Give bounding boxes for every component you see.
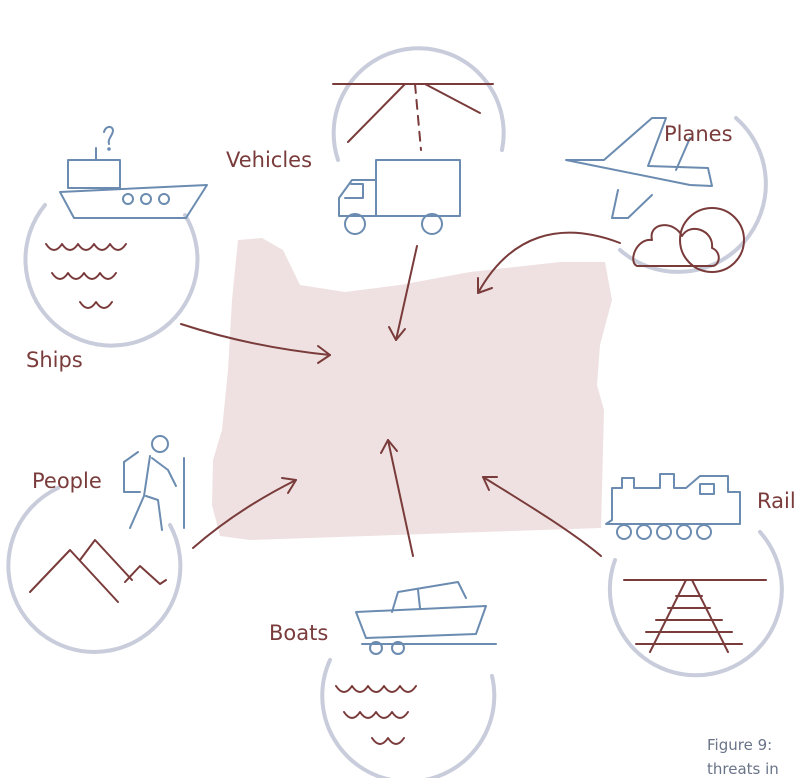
mountains-icon bbox=[29, 539, 167, 603]
arrow-planes bbox=[477, 231, 621, 294]
airplane-icon bbox=[565, 117, 713, 219]
arrow-boats bbox=[380, 439, 414, 557]
figure-caption-line2: threats in bbox=[707, 760, 779, 778]
arrow-people bbox=[192, 477, 297, 549]
hiker-icon bbox=[123, 435, 185, 531]
rail-node: Rail bbox=[605, 473, 796, 678]
people-label: People bbox=[32, 469, 102, 493]
waves-icon bbox=[45, 243, 127, 309]
ships-node: Ships bbox=[23, 126, 208, 372]
road-icon bbox=[332, 83, 494, 151]
ship-icon bbox=[59, 126, 208, 219]
vehicles-node: Vehicles bbox=[226, 46, 506, 235]
boats-label: Boats bbox=[269, 621, 328, 645]
figure-caption-line1: Figure 9: bbox=[707, 736, 772, 754]
waves-icon-boats bbox=[335, 685, 417, 745]
state-silhouette bbox=[212, 238, 612, 540]
ships-label: Ships bbox=[26, 348, 83, 372]
planes-node: Planes bbox=[565, 116, 768, 274]
boat-icon bbox=[355, 581, 497, 655]
people-ring bbox=[6, 486, 183, 654]
rail-label: Rail bbox=[757, 489, 796, 513]
railroad-track-icon bbox=[623, 579, 767, 653]
boats-ring bbox=[320, 658, 497, 778]
vehicles-label: Vehicles bbox=[226, 148, 312, 172]
arrow-ships bbox=[180, 323, 331, 364]
arrows bbox=[180, 231, 621, 557]
rail-ring bbox=[607, 530, 784, 678]
planes-label: Planes bbox=[664, 122, 733, 146]
boats-node: Boats bbox=[269, 581, 497, 778]
locomotive-icon bbox=[605, 473, 741, 540]
cloud-sun-icon bbox=[632, 207, 745, 273]
ships-ring bbox=[23, 203, 200, 348]
arrow-rail bbox=[482, 476, 602, 557]
people-node: People bbox=[6, 435, 185, 654]
truck-icon bbox=[338, 159, 461, 235]
vehicles-ring bbox=[331, 46, 506, 162]
arrow-vehicles bbox=[388, 245, 418, 341]
